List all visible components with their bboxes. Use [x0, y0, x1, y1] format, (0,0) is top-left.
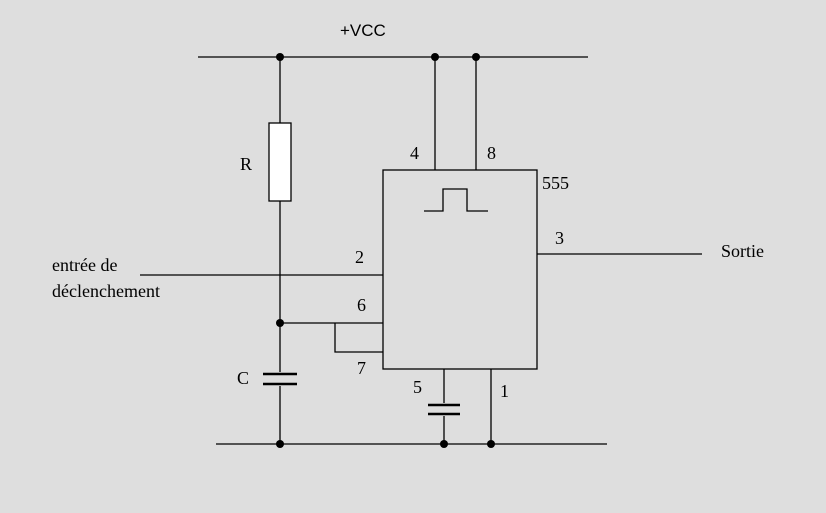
vcc-label: +VCC — [340, 21, 386, 40]
ic-555-body — [382, 169, 538, 370]
pin7-wire — [334, 323, 383, 353]
junction-ground-pin1 — [487, 440, 495, 448]
output-label: Sortie — [721, 241, 764, 261]
trigger-input-label-line1: entrée de — [52, 255, 117, 275]
pin5-label: 5 — [413, 377, 422, 397]
resistor-label: R — [240, 154, 252, 174]
resistor — [268, 122, 292, 202]
pulse-symbol — [424, 188, 488, 212]
pin7-label: 7 — [357, 358, 366, 378]
ic-555-label: 555 — [542, 173, 569, 193]
pin1-label: 1 — [500, 381, 509, 401]
junction-ground-pin5 — [440, 440, 448, 448]
capacitor-label: C — [237, 368, 249, 388]
junction-ground-capacitor — [276, 440, 284, 448]
pin3-label: 3 — [555, 228, 564, 248]
pin4-label: 4 — [410, 143, 419, 163]
pin2-label: 2 — [355, 247, 364, 267]
pin6-label: 6 — [357, 295, 366, 315]
trigger-input-label-line2: déclenchement — [52, 281, 160, 301]
pin8-label: 8 — [487, 143, 496, 163]
